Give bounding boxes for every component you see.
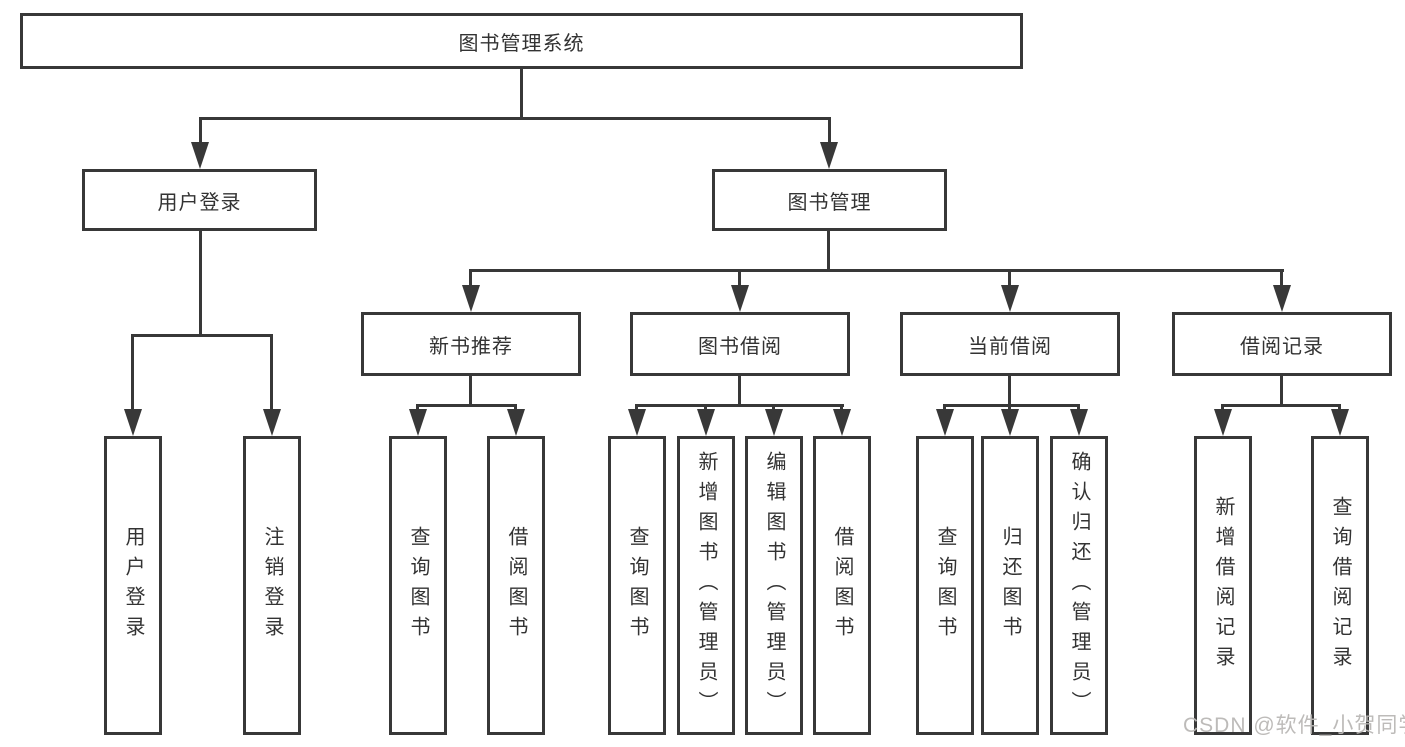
arrow-down-icon [765,409,783,436]
leaf-logout: 注销登录 [243,436,301,735]
arrow-down-icon [1070,409,1088,436]
arrow-down-icon [936,409,954,436]
node-borrowing-records-label: 借阅记录 [1240,335,1324,358]
node-borrowing-records: 借阅记录 [1172,312,1392,376]
node-book-borrowing: 图书借阅 [630,312,850,376]
leaf-add-books-admin: 新增图书（管理员） [677,436,735,735]
leaf-query-borrow-record-label: 查询借阅记录 [1329,495,1351,676]
arrow-down-icon [191,142,209,169]
connector-line [131,334,273,337]
connector-line [131,334,134,414]
leaf-confirm-return-admin: 确认归还（管理员） [1050,436,1108,735]
arrow-down-icon [731,285,749,312]
csdn-watermark: CSDN @软件_小贺同学 [1183,714,1405,737]
connector-line [199,117,202,149]
connector-line [416,404,517,407]
arrow-down-icon [1214,409,1232,436]
leaf-logout-label: 注销登录 [261,525,283,646]
arrow-down-icon [1001,409,1019,436]
connector-line [827,229,830,271]
node-book-management: 图书管理 [712,169,947,231]
arrow-down-icon [1001,285,1019,312]
node-new-book-recommend: 新书推荐 [361,312,581,376]
node-current-borrowing: 当前借阅 [900,312,1120,376]
leaf-edit-books-admin: 编辑图书（管理员） [745,436,803,735]
leaf-user-login: 用户登录 [104,436,162,735]
leaf-add-borrow-record: 新增借阅记录 [1194,436,1252,735]
connector-line [738,374,741,406]
connector-line [1221,404,1341,407]
node-book-management-label: 图书管理 [787,191,872,214]
arrow-down-icon [124,409,142,436]
node-new-book-recommend-label: 新书推荐 [429,335,513,358]
node-library-system: 图书管理系统 [20,13,1023,69]
leaf-return-books: 归还图书 [981,436,1039,735]
connector-line [943,404,1080,407]
connector-line [1280,269,1283,291]
arrow-down-icon [628,409,646,436]
connector-line [199,229,202,336]
leaf-confirm-return-admin-label: 确认归还（管理员） [1068,450,1090,721]
arrow-down-icon [1273,285,1291,312]
connector-line [469,374,472,406]
leaf-user-login-label: 用户登录 [122,525,144,646]
connector-line [1008,374,1011,406]
connector-line [635,404,844,407]
leaf-add-borrow-record-label: 新增借阅记录 [1212,495,1234,676]
leaf-borrow-books-borrowing-label: 借阅图书 [831,525,853,646]
leaf-query-books-borrowing-label: 查询图书 [626,525,648,646]
connector-line [469,269,1284,272]
connector-line [1008,269,1011,291]
leaf-return-books-label: 归还图书 [999,525,1021,646]
leaf-edit-books-admin-label: 编辑图书（管理员） [763,450,785,721]
leaf-borrow-books-recommend-label: 借阅图书 [505,525,527,646]
node-book-borrowing-label: 图书借阅 [698,335,782,358]
node-library-system-label: 图书管理系统 [458,32,585,55]
connector-line [828,117,831,149]
connector-line [738,269,741,291]
node-current-borrowing-label: 当前借阅 [968,335,1052,358]
arrow-down-icon [833,409,851,436]
leaf-query-borrow-record: 查询借阅记录 [1311,436,1369,735]
leaf-query-books-borrowing: 查询图书 [608,436,666,735]
leaf-query-books-recommend-label: 查询图书 [407,525,429,646]
node-user-login: 用户登录 [82,169,317,231]
leaf-borrow-books-borrowing: 借阅图书 [813,436,871,735]
arrow-down-icon [507,409,525,436]
connector-line [199,117,831,120]
arrow-down-icon [820,142,838,169]
connector-line [520,67,523,119]
leaf-query-books-current: 查询图书 [916,436,974,735]
arrow-down-icon [1331,409,1349,436]
connector-line [469,269,472,291]
leaf-borrow-books-recommend: 借阅图书 [487,436,545,735]
leaf-query-books-recommend: 查询图书 [389,436,447,735]
leaf-query-books-current-label: 查询图书 [934,525,956,646]
arrow-down-icon [409,409,427,436]
connector-line [270,334,273,414]
arrow-down-icon [462,285,480,312]
arrow-down-icon [263,409,281,436]
leaf-add-books-admin-label: 新增图书（管理员） [695,450,717,721]
node-user-login-label: 用户登录 [157,191,242,214]
arrow-down-icon [697,409,715,436]
connector-line [1280,374,1283,406]
